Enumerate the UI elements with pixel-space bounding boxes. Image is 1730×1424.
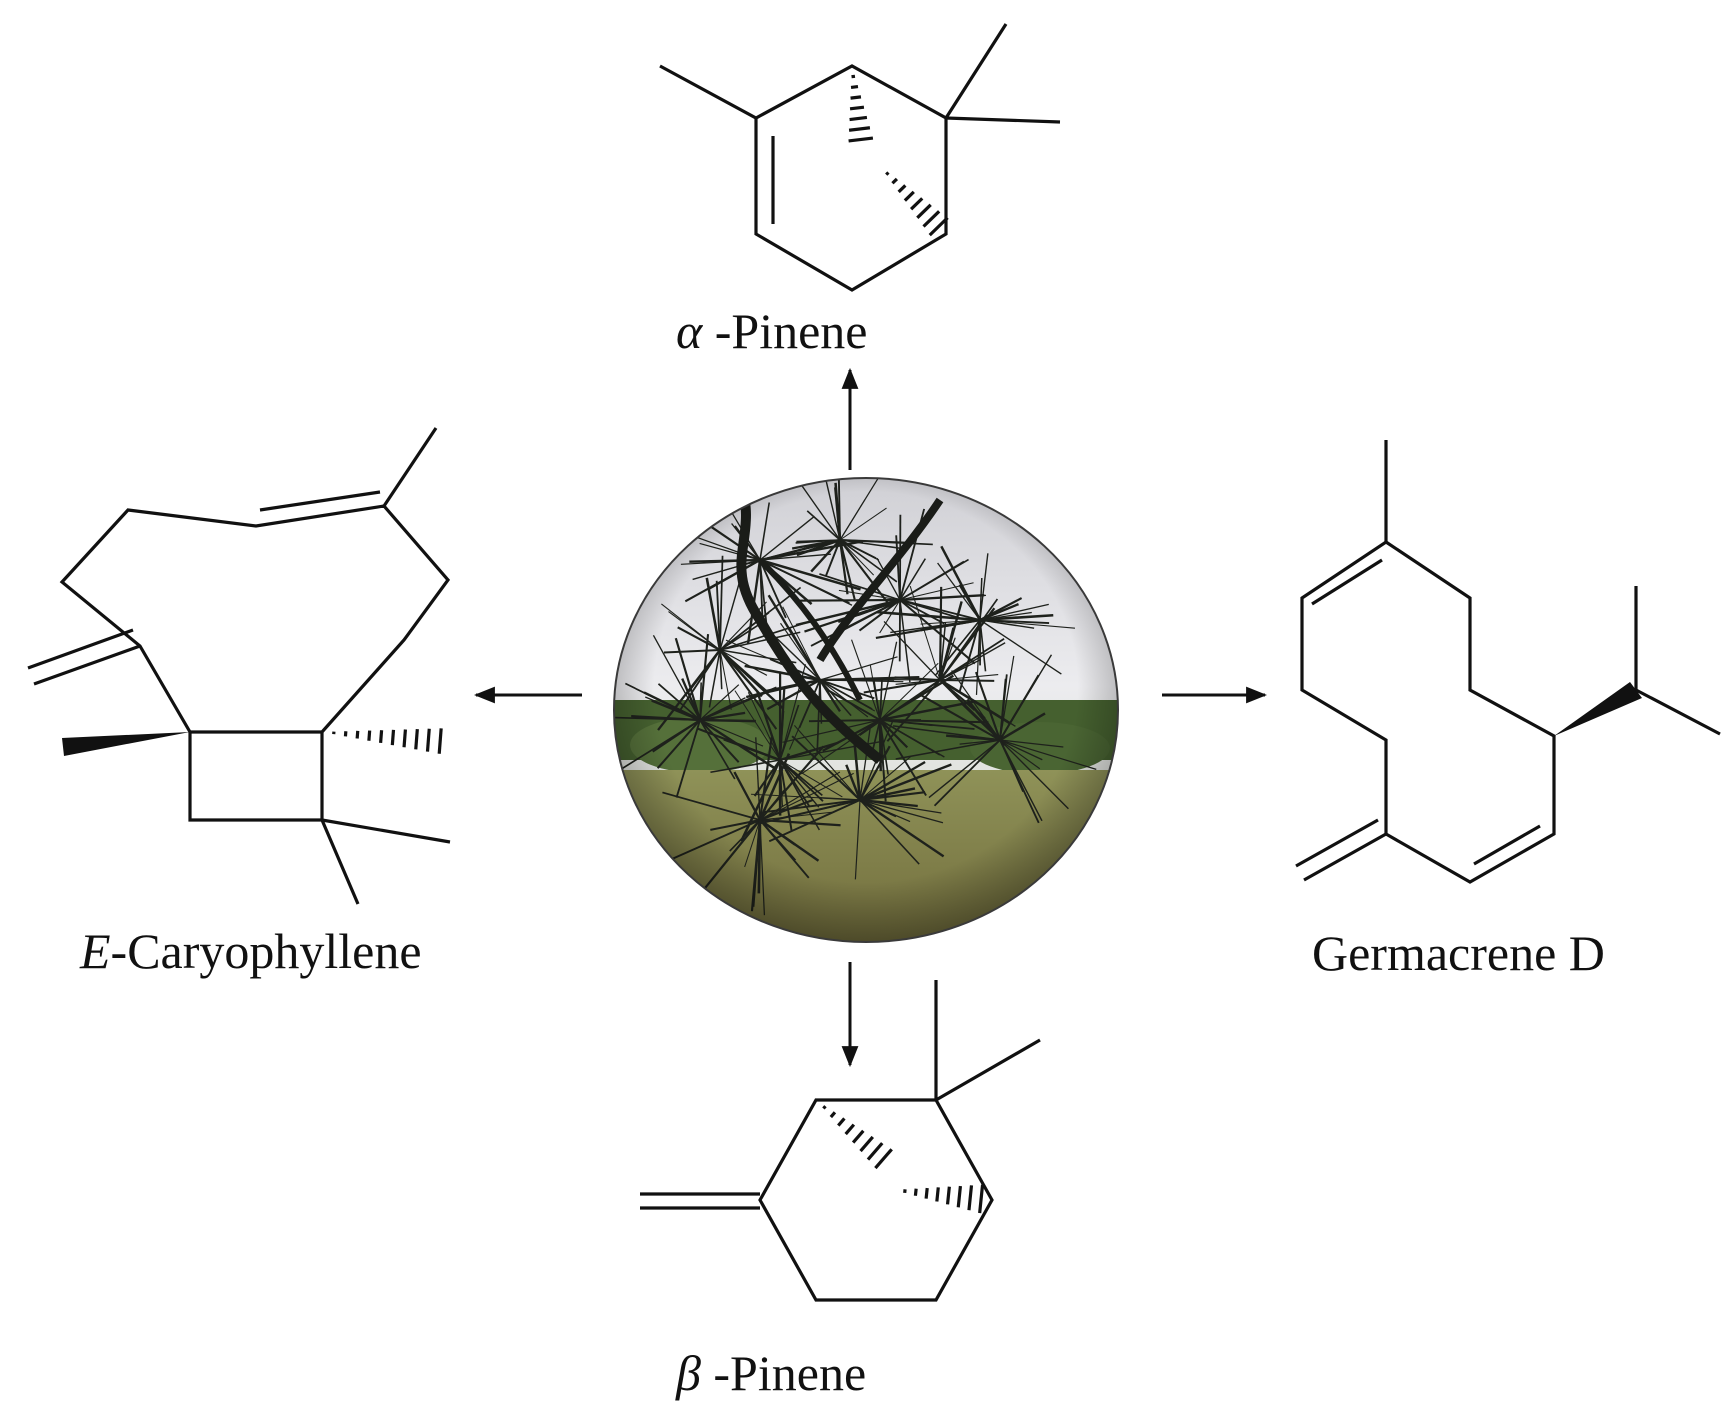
caryophyllene-structure — [27, 427, 451, 905]
hash-stroke — [425, 728, 431, 752]
beta-pinene-label: β -Pinene — [675, 1345, 866, 1401]
hash-stroke — [913, 1188, 918, 1196]
hash-stroke — [837, 1117, 846, 1127]
hash-stroke — [866, 1142, 884, 1161]
hashed-bond — [903, 1184, 985, 1214]
photo-frame — [613, 477, 1119, 943]
hash-stroke — [367, 730, 372, 741]
hash-stroke — [916, 203, 932, 219]
hash-stroke — [922, 210, 941, 228]
hash-stroke — [967, 1185, 974, 1211]
hashed-bond — [885, 171, 949, 237]
caryophyllene-label: E-Caryophyllene — [79, 923, 422, 979]
hash-stroke — [851, 1129, 865, 1144]
hash-stroke — [897, 184, 907, 194]
hash-stroke — [928, 216, 949, 237]
hash-stroke — [829, 1111, 837, 1119]
alpha-pinene-structure — [659, 23, 1061, 292]
hash-stroke — [849, 115, 868, 122]
hash-stroke — [848, 126, 871, 132]
hash-stroke — [945, 1186, 951, 1205]
hash-stroke — [859, 1135, 874, 1153]
hash-stroke — [903, 190, 915, 202]
hash-stroke — [402, 729, 408, 748]
hash-stroke — [379, 730, 384, 744]
hash-stroke — [849, 105, 865, 111]
hash-stroke — [850, 95, 862, 100]
wedge-bond — [1554, 682, 1642, 736]
hash-stroke — [844, 1123, 856, 1136]
hash-stroke — [956, 1185, 963, 1208]
hash-stroke — [978, 1184, 985, 1214]
pine-branch-photo — [614, 478, 1118, 942]
hash-stroke — [935, 1187, 940, 1202]
hash-stroke — [850, 84, 859, 90]
hash-stroke — [390, 729, 396, 746]
germacrene-structure — [1295, 440, 1721, 884]
hash-stroke — [848, 136, 874, 143]
hashed-bond — [848, 74, 874, 143]
hashed-bond — [332, 728, 443, 754]
hash-stroke — [437, 728, 443, 754]
hash-stroke — [874, 1148, 893, 1170]
hash-stroke — [924, 1187, 929, 1199]
germacrene-label: Germacrene D — [1312, 925, 1605, 981]
hashed-bond — [822, 1105, 893, 1170]
hash-stroke — [414, 728, 419, 750]
alpha-pinene-label: α -Pinene — [676, 303, 867, 359]
hash-stroke — [822, 1105, 827, 1110]
hash-stroke — [355, 730, 360, 739]
hash-stroke — [885, 171, 890, 176]
hash-stroke — [891, 177, 899, 185]
hash-stroke — [909, 197, 924, 211]
wedge-bond — [62, 732, 190, 756]
beta-pinene-structure — [640, 980, 1041, 1302]
